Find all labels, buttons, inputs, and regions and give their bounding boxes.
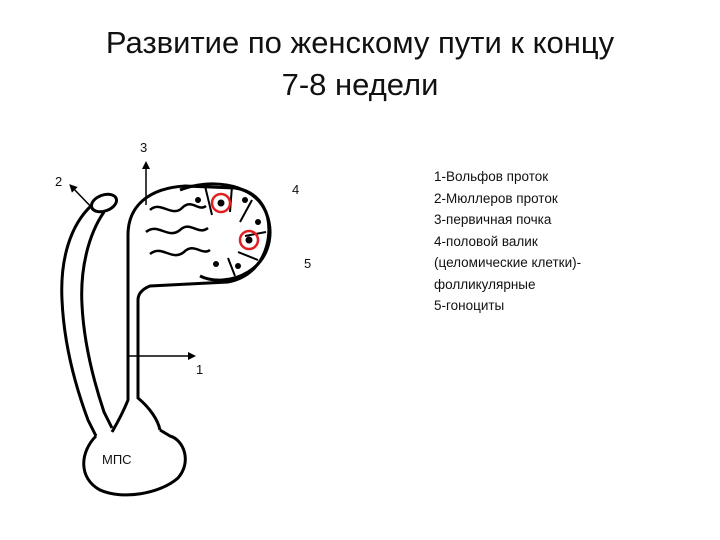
gonocyte: [218, 200, 225, 207]
label-1: 1: [196, 362, 203, 377]
legend: 1-Вольфов проток 2-Мюллеров проток 3-пер…: [434, 166, 704, 317]
label-3: 3: [140, 140, 147, 155]
legend-item: фолликулярные: [434, 274, 704, 296]
pointer-arrow-2: [72, 187, 96, 212]
legend-item: 2-Мюллеров проток: [434, 188, 704, 210]
label-4: 4: [292, 182, 299, 197]
wolffian-duct: [112, 290, 160, 432]
somatic-cell: [242, 197, 248, 203]
somatic-cell: [195, 197, 201, 203]
mullerian-duct-opening: [89, 191, 119, 215]
label-mps: МПС: [102, 452, 132, 467]
legend-item: 5-гоноциты: [434, 295, 704, 317]
legend-item: 4-половой валик: [434, 231, 704, 253]
label-2: 2: [55, 174, 62, 189]
somatic-cell: [235, 263, 241, 269]
mullerian-duct: [62, 205, 112, 436]
urogenital-sinus: [84, 430, 186, 495]
gonadal-ridge: [180, 184, 270, 280]
label-5: 5: [304, 256, 311, 271]
kidney-tubules: [146, 204, 210, 255]
legend-item: 3-первичная почка: [434, 209, 704, 231]
somatic-cell: [255, 219, 261, 225]
legend-item: 1-Вольфов проток: [434, 166, 704, 188]
somatic-cell: [213, 261, 219, 267]
legend-item: (целомические клетки)-: [434, 252, 704, 274]
gonocyte: [246, 237, 253, 244]
